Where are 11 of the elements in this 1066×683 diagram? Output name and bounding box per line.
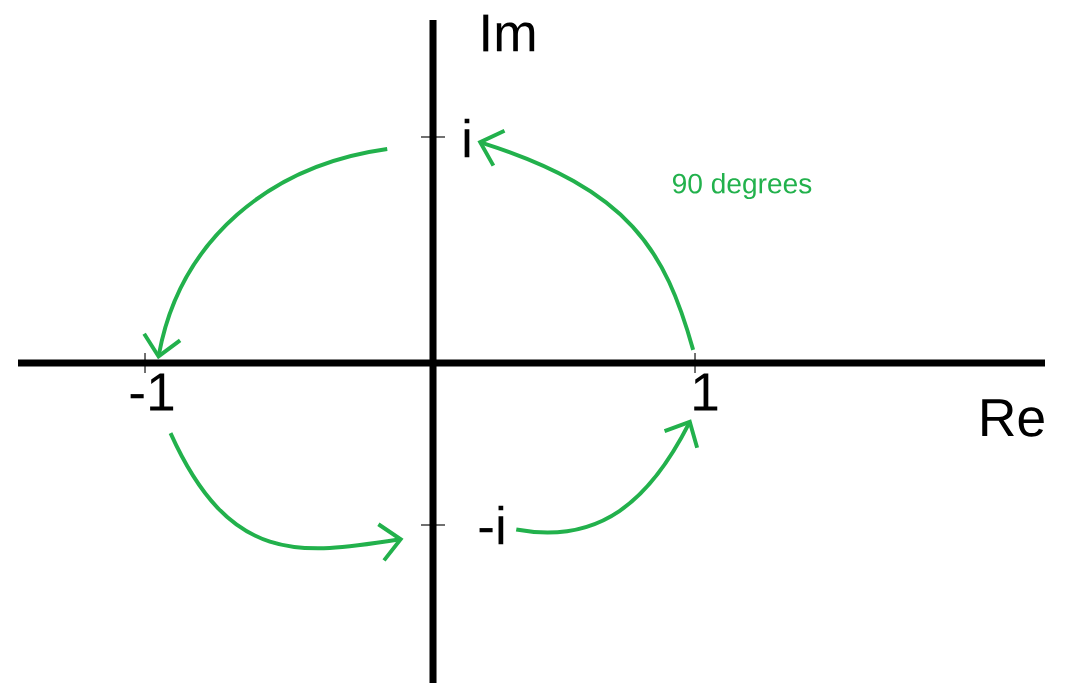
curved-arrow xyxy=(168,432,404,562)
curved-arrow xyxy=(516,419,700,535)
axis-label: Re xyxy=(982,399,1044,437)
edge-label: 90 degrees xyxy=(670,171,814,201)
axis-label: Im xyxy=(483,14,535,52)
curved-arrow xyxy=(142,147,388,360)
axis-value: 1 xyxy=(694,373,718,411)
axis-value: i xyxy=(464,118,470,158)
axis-value: -1 xyxy=(130,373,174,411)
axis-value: -i xyxy=(479,505,504,545)
curved-arrow xyxy=(477,129,696,351)
